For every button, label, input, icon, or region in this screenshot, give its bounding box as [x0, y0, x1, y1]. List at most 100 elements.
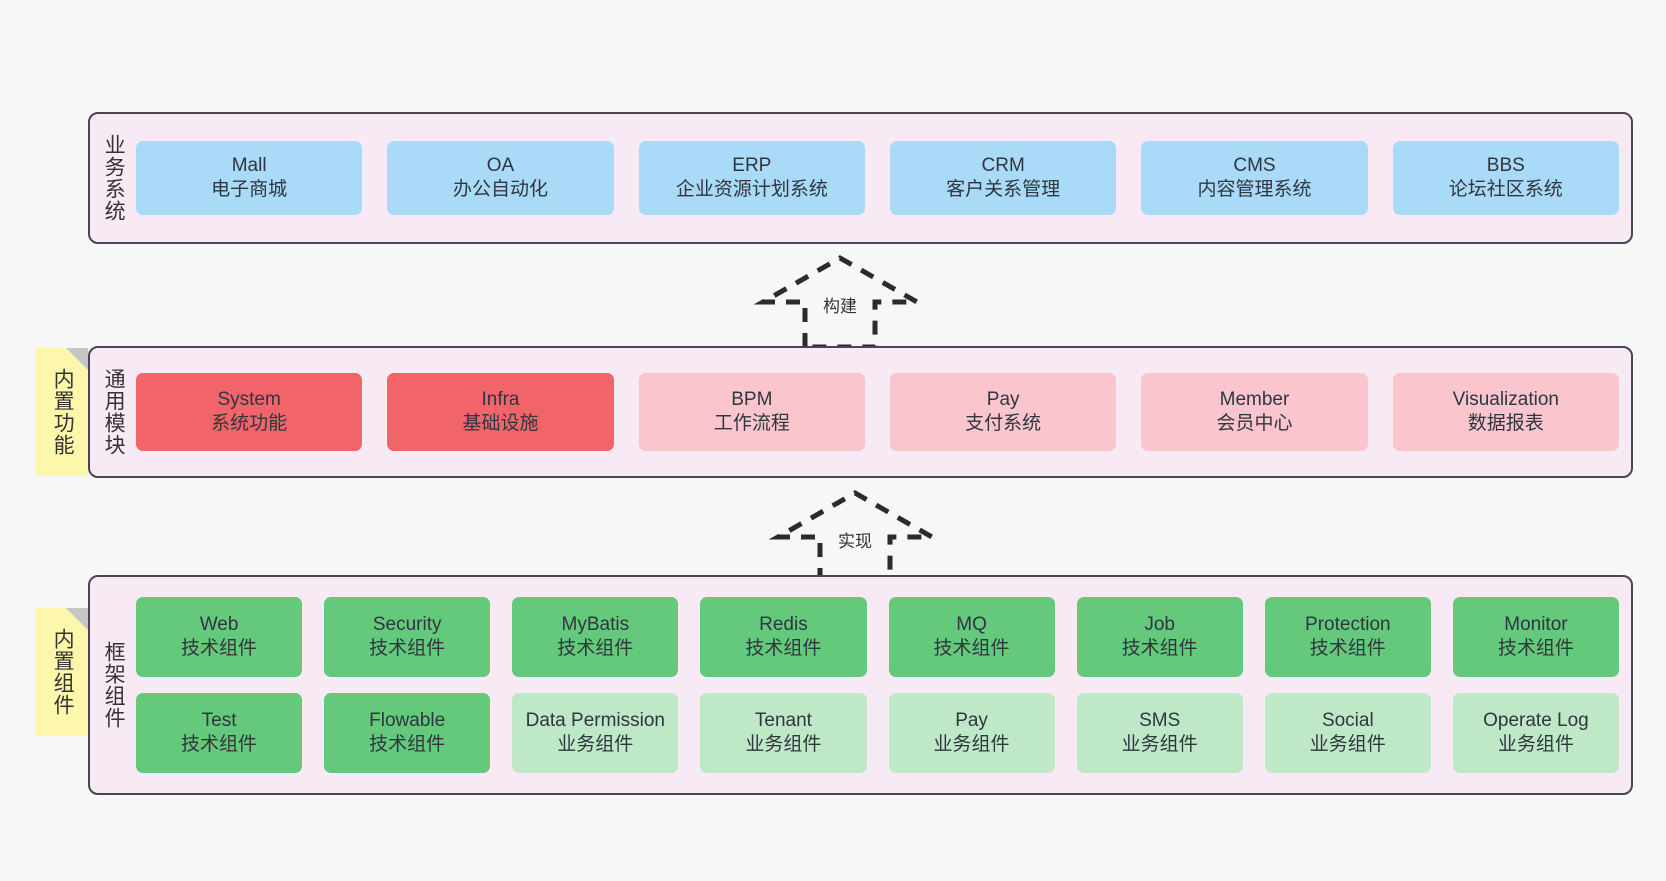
- card-subtitle: 技术组件: [745, 638, 822, 659]
- card-subtitle: 基础设施: [462, 413, 539, 434]
- card-subtitle: 会员中心: [1216, 413, 1293, 434]
- card-subtitle: 数据报表: [1467, 413, 1544, 434]
- card-operate-log[interactable]: Operate Log 业务组件: [1452, 693, 1619, 773]
- card-title: Tenant: [754, 709, 812, 731]
- layer-title-business: 业务系统: [102, 134, 126, 222]
- card-pay[interactable]: Pay 支付系统: [889, 373, 1117, 451]
- note-builtin-features: 内置功能: [36, 348, 88, 476]
- card-title: Operate Log: [1483, 709, 1589, 731]
- arrow-realize: 实现: [768, 487, 942, 587]
- layer-body-common: System 系统功能 Infra 基础设施 BPM 工作流程 Pay 支付系统…: [136, 348, 1631, 476]
- note-label: 内置功能: [51, 368, 75, 456]
- card-subtitle: 技术组件: [369, 734, 446, 755]
- card-pay-business[interactable]: Pay 业务组件: [888, 693, 1055, 773]
- card-visualization[interactable]: Visualization 数据报表: [1392, 373, 1619, 451]
- card-social[interactable]: Social 业务组件: [1264, 693, 1431, 773]
- card-title: Flowable: [369, 709, 446, 731]
- up-arrow-dashed-icon: [768, 490, 942, 585]
- card-title: CRM: [981, 154, 1025, 176]
- card-oa[interactable]: OA 办公自动化: [387, 141, 614, 215]
- card-bpm[interactable]: BPM 工作流程: [638, 373, 865, 451]
- card-mall[interactable]: Mall 电子商城: [136, 141, 363, 215]
- card-title: Social: [1321, 709, 1374, 731]
- card-subtitle: 办公自动化: [452, 179, 548, 200]
- card-bbs[interactable]: BBS 论坛社区系统: [1392, 141, 1619, 215]
- card-subtitle: 技术组件: [369, 638, 446, 659]
- card-subtitle: 客户关系管理: [946, 179, 1061, 200]
- card-erp[interactable]: ERP 企业资源计划系统: [638, 141, 865, 215]
- card-title: CMS: [1233, 154, 1276, 176]
- card-subtitle: 业务组件: [1309, 734, 1386, 755]
- card-title: Infra: [481, 388, 520, 410]
- card-subtitle: 技术组件: [1309, 638, 1386, 659]
- card-web[interactable]: Web 技术组件: [136, 597, 303, 677]
- card-subtitle: 企业资源计划系统: [675, 179, 828, 200]
- card-title: ERP: [732, 154, 772, 176]
- card-row: Web 技术组件 Security 技术组件 MyBatis 技术组件 Redi…: [136, 597, 1619, 677]
- layer-framework-components: 框架组件 Web 技术组件 Security 技术组件 MyBatis 技术组件…: [88, 575, 1633, 795]
- card-subtitle: 技术组件: [1121, 638, 1198, 659]
- card-subtitle: 技术组件: [933, 638, 1010, 659]
- card-subtitle: 业务组件: [1121, 734, 1198, 755]
- card-subtitle: 系统功能: [211, 413, 288, 434]
- card-row: System 系统功能 Infra 基础设施 BPM 工作流程 Pay 支付系统…: [136, 373, 1619, 451]
- card-subtitle: 业务组件: [557, 734, 634, 755]
- card-subtitle: 工作流程: [713, 413, 790, 434]
- card-title: BPM: [731, 388, 773, 410]
- card-subtitle: 内容管理系统: [1197, 179, 1312, 200]
- card-redis[interactable]: Redis 技术组件: [700, 597, 867, 677]
- card-test[interactable]: Test 技术组件: [136, 693, 303, 773]
- card-subtitle: 业务组件: [1497, 734, 1574, 755]
- card-mq[interactable]: MQ 技术组件: [888, 597, 1055, 677]
- card-title: Pay: [955, 709, 988, 731]
- card-flowable[interactable]: Flowable 技术组件: [324, 693, 491, 773]
- card-title: BBS: [1486, 154, 1525, 176]
- card-data-permission[interactable]: Data Permission 业务组件: [512, 693, 679, 773]
- card-system[interactable]: System 系统功能: [136, 373, 363, 451]
- card-title: Security: [372, 613, 442, 635]
- card-crm[interactable]: CRM 客户关系管理: [889, 141, 1117, 215]
- card-subtitle: 技术组件: [557, 638, 634, 659]
- note-builtin-components: 内置组件: [36, 608, 88, 736]
- card-subtitle: 支付系统: [965, 413, 1042, 434]
- card-tenant[interactable]: Tenant 业务组件: [700, 693, 867, 773]
- card-row: Test 技术组件 Flowable 技术组件 Data Permission …: [136, 693, 1619, 773]
- card-title: SMS: [1139, 709, 1181, 731]
- card-title: MyBatis: [561, 613, 630, 635]
- card-subtitle: 技术组件: [181, 638, 258, 659]
- card-sms[interactable]: SMS 业务组件: [1076, 693, 1243, 773]
- up-arrow-dashed-icon: [753, 255, 927, 350]
- layer-body-business: Mall 电子商城 OA 办公自动化 ERP 企业资源计划系统 CRM 客户关系…: [136, 114, 1631, 242]
- card-monitor[interactable]: Monitor 技术组件: [1452, 597, 1619, 677]
- card-mybatis[interactable]: MyBatis 技术组件: [512, 597, 679, 677]
- card-subtitle: 电子商城: [211, 179, 288, 200]
- card-job[interactable]: Job 技术组件: [1076, 597, 1243, 677]
- arrow-build: 构建: [753, 252, 927, 352]
- card-title: OA: [486, 154, 515, 176]
- folded-corner-icon: [66, 348, 88, 370]
- card-title: Web: [199, 613, 239, 635]
- card-member[interactable]: Member 会员中心: [1141, 373, 1368, 451]
- card-title: Pay: [986, 388, 1020, 410]
- layer-title-framework: 框架组件: [102, 641, 126, 729]
- card-title: Redis: [759, 613, 808, 635]
- card-infra[interactable]: Infra 基础设施: [387, 373, 614, 451]
- card-protection[interactable]: Protection 技术组件: [1264, 597, 1431, 677]
- layer-common-modules: 通用模块 System 系统功能 Infra 基础设施 BPM 工作流程 Pay…: [88, 346, 1633, 478]
- card-subtitle: 技术组件: [1497, 638, 1574, 659]
- layer-title-common: 通用模块: [102, 368, 126, 456]
- card-title: Job: [1144, 613, 1175, 635]
- card-title: MQ: [956, 613, 987, 635]
- card-subtitle: 技术组件: [181, 734, 258, 755]
- card-row: Mall 电子商城 OA 办公自动化 ERP 企业资源计划系统 CRM 客户关系…: [136, 141, 1619, 215]
- card-subtitle: 业务组件: [933, 734, 1010, 755]
- card-title: Visualization: [1452, 388, 1559, 410]
- card-title: Protection: [1305, 613, 1391, 635]
- card-title: System: [217, 388, 281, 410]
- card-cms[interactable]: CMS 内容管理系统: [1141, 141, 1368, 215]
- card-security[interactable]: Security 技术组件: [324, 597, 491, 677]
- card-title: Member: [1219, 388, 1290, 410]
- note-label: 内置组件: [51, 628, 75, 716]
- card-title: Test: [201, 709, 237, 731]
